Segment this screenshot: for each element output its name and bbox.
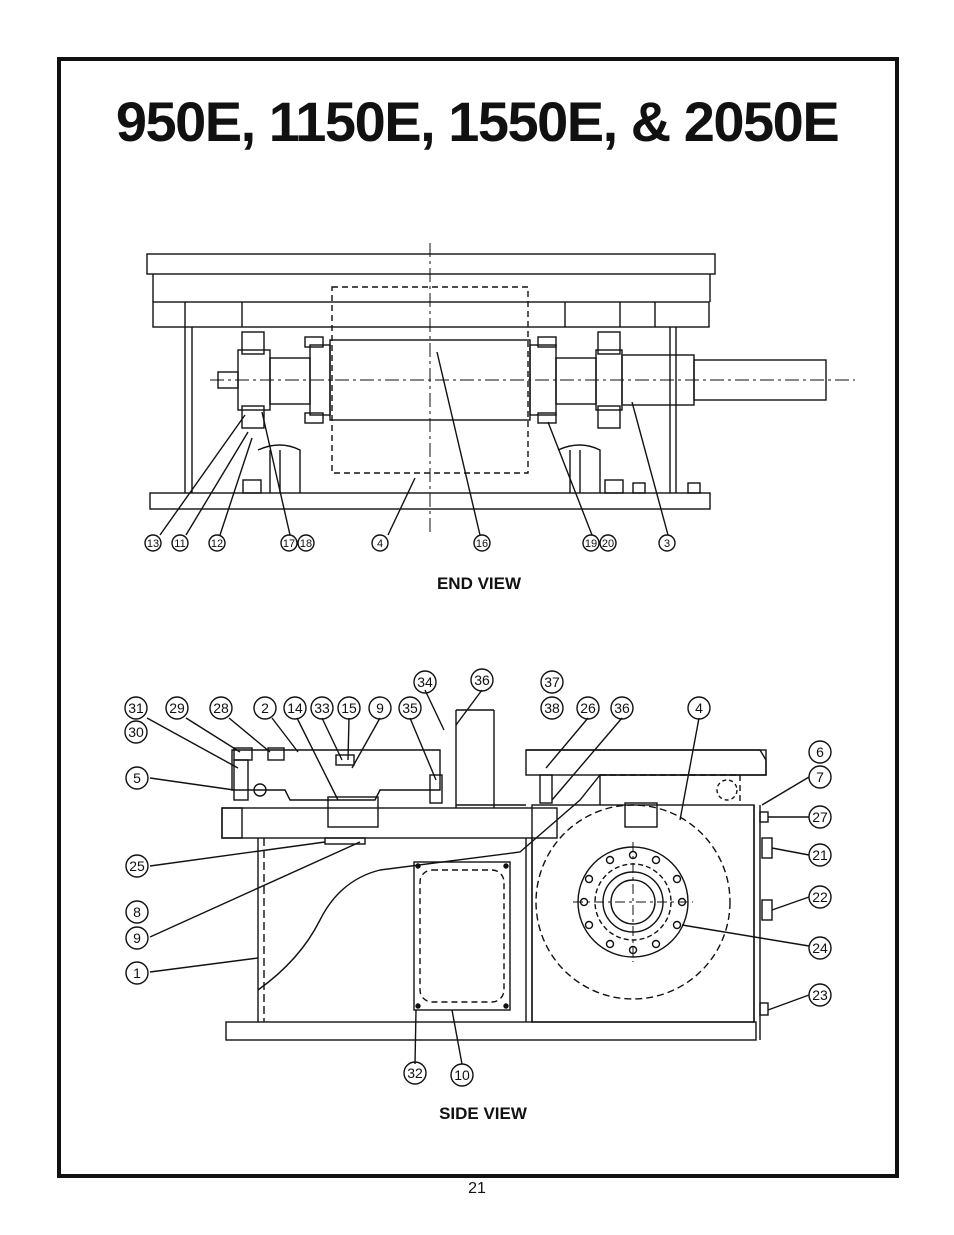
svg-text:24: 24 bbox=[812, 940, 828, 956]
svg-text:35: 35 bbox=[402, 700, 418, 716]
svg-text:7: 7 bbox=[816, 769, 824, 785]
callout-13: 13 bbox=[144, 534, 162, 552]
callout-33: 33 bbox=[310, 696, 334, 720]
callout-17: 17 bbox=[280, 534, 298, 552]
callout-6: 6 bbox=[808, 740, 832, 764]
callout-29: 29 bbox=[165, 696, 189, 720]
svg-text:26: 26 bbox=[580, 700, 596, 716]
callout-27: 27 bbox=[808, 805, 832, 829]
svg-text:13: 13 bbox=[147, 538, 159, 550]
callout-22: 22 bbox=[808, 885, 832, 909]
svg-text:20: 20 bbox=[602, 538, 614, 550]
svg-text:8: 8 bbox=[133, 904, 141, 920]
svg-text:29: 29 bbox=[169, 700, 185, 716]
svg-text:19: 19 bbox=[585, 538, 597, 550]
callout-32: 32 bbox=[403, 1061, 427, 1085]
callout-28: 28 bbox=[209, 696, 233, 720]
callout-23: 23 bbox=[808, 983, 832, 1007]
side-view-label: SIDE VIEW bbox=[439, 1104, 527, 1123]
callout-35: 35 bbox=[398, 696, 422, 720]
svg-text:5: 5 bbox=[133, 770, 141, 786]
callout-36-b: 36 bbox=[610, 696, 634, 720]
svg-text:25: 25 bbox=[129, 858, 145, 874]
svg-text:38: 38 bbox=[544, 700, 560, 716]
callout-4-side: 4 bbox=[687, 696, 711, 720]
end-view-callouts: 13 11 12 17 18 4 16 19 20 3 bbox=[144, 534, 676, 552]
callout-37: 37 bbox=[540, 670, 564, 694]
svg-text:4: 4 bbox=[377, 538, 383, 550]
svg-text:9: 9 bbox=[376, 700, 384, 716]
callout-11: 11 bbox=[171, 534, 189, 552]
svg-text:6: 6 bbox=[816, 744, 824, 760]
svg-text:32: 32 bbox=[407, 1065, 423, 1081]
svg-text:12: 12 bbox=[211, 538, 223, 550]
callout-26: 26 bbox=[576, 696, 600, 720]
svg-text:21: 21 bbox=[812, 847, 828, 863]
callout-14: 14 bbox=[283, 696, 307, 720]
svg-text:18: 18 bbox=[300, 538, 312, 550]
callout-18: 18 bbox=[297, 534, 315, 552]
page-number: 21 bbox=[468, 1180, 486, 1197]
svg-text:30: 30 bbox=[128, 724, 144, 740]
callout-36: 36 bbox=[470, 668, 494, 692]
callout-15: 15 bbox=[337, 696, 361, 720]
callout-9: 9 bbox=[368, 696, 392, 720]
callout-38: 38 bbox=[540, 696, 564, 720]
svg-text:17: 17 bbox=[283, 538, 295, 550]
side-view-drawing bbox=[146, 689, 810, 1065]
callout-12: 12 bbox=[208, 534, 226, 552]
callout-3: 3 bbox=[658, 534, 676, 552]
page-frame bbox=[57, 57, 899, 1178]
svg-text:15: 15 bbox=[341, 700, 357, 716]
svg-text:27: 27 bbox=[812, 809, 828, 825]
callout-10: 10 bbox=[450, 1063, 474, 1087]
end-view-label: END VIEW bbox=[436, 574, 522, 593]
callout-8: 8 bbox=[125, 900, 149, 924]
svg-text:2: 2 bbox=[261, 700, 269, 716]
callout-2: 2 bbox=[253, 696, 277, 720]
svg-text:31: 31 bbox=[128, 700, 144, 716]
svg-text:33: 33 bbox=[314, 700, 330, 716]
callout-9-b: 9 bbox=[125, 926, 149, 950]
svg-text:16: 16 bbox=[476, 538, 488, 550]
svg-text:9: 9 bbox=[133, 930, 141, 946]
callout-7: 7 bbox=[808, 765, 832, 789]
svg-text:28: 28 bbox=[213, 700, 229, 716]
callout-24: 24 bbox=[808, 936, 832, 960]
callout-19: 19 bbox=[582, 534, 600, 552]
svg-text:3: 3 bbox=[664, 538, 670, 550]
callout-25: 25 bbox=[125, 854, 149, 878]
callout-5: 5 bbox=[125, 766, 149, 790]
svg-text:11: 11 bbox=[174, 538, 185, 550]
svg-text:4: 4 bbox=[695, 700, 703, 716]
svg-text:23: 23 bbox=[812, 987, 828, 1003]
callout-34: 34 bbox=[413, 670, 437, 694]
callout-4: 4 bbox=[371, 534, 389, 552]
svg-text:36: 36 bbox=[474, 672, 490, 688]
svg-text:34: 34 bbox=[417, 674, 433, 690]
callout-1: 1 bbox=[125, 961, 149, 985]
callout-16: 16 bbox=[473, 534, 491, 552]
svg-text:14: 14 bbox=[287, 700, 303, 716]
svg-text:36: 36 bbox=[614, 700, 630, 716]
callout-20: 20 bbox=[599, 534, 617, 552]
svg-text:37: 37 bbox=[544, 674, 560, 690]
callout-30: 30 bbox=[124, 720, 148, 744]
side-view-callouts: 31 30 29 28 2 14 33 15 9 35 34 36 37 38 … bbox=[124, 668, 832, 1087]
page-title: 950E, 1150E, 1550E, & 2050E bbox=[115, 90, 840, 153]
svg-text:1: 1 bbox=[133, 965, 141, 981]
svg-text:22: 22 bbox=[812, 889, 828, 905]
svg-text:10: 10 bbox=[454, 1067, 470, 1083]
callout-21: 21 bbox=[808, 843, 832, 867]
callout-31: 31 bbox=[124, 696, 148, 720]
end-view-drawing bbox=[146, 243, 855, 536]
